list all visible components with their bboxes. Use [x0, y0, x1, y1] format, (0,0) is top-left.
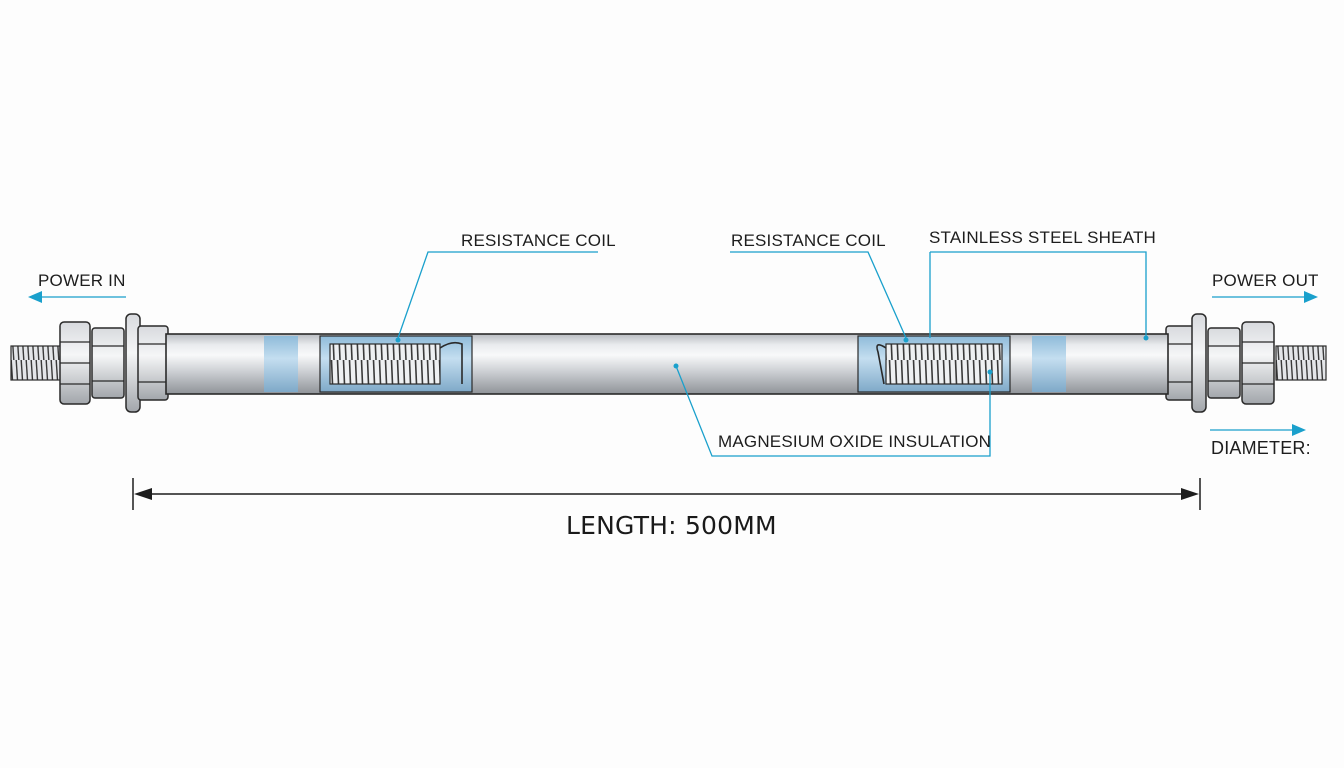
- right-washer-flange: [1165, 313, 1207, 413]
- leader-dot-left-coil: [395, 337, 401, 343]
- leader-resistance-coil-right: [730, 251, 907, 339]
- left-washer-flange: [125, 313, 169, 413]
- label-diameter: DIAMETER:: [1211, 438, 1311, 458]
- right-threaded-stud: [1275, 345, 1327, 381]
- leader-dot-sheath: [1143, 335, 1149, 341]
- left-threaded-stud: [10, 345, 64, 381]
- insulation-band-left-1: [264, 336, 298, 392]
- arrow-right-icon: [1292, 424, 1306, 436]
- insulation-band-right-1: [1032, 336, 1066, 392]
- label-magnesium-oxide-insulation: MAGNESIUM OXIDE INSULATION: [718, 432, 992, 451]
- right-nut-inner: [1207, 327, 1241, 399]
- stainless-steel-sheath-tube: [165, 333, 1169, 395]
- left-nut-outer: [59, 321, 91, 405]
- leader-dot-insulation-tube: [673, 363, 679, 369]
- left-nut-inner: [91, 327, 125, 399]
- label-stainless-steel-sheath: STAINLESS STEEL SHEATH: [929, 228, 1157, 247]
- leader-dot-insulation: [987, 369, 993, 375]
- leader-stainless-steel-sheath: [929, 251, 1147, 338]
- label-power-out: POWER OUT: [1212, 271, 1319, 290]
- arrow-left-icon: [28, 291, 42, 303]
- label-power-in: POWER IN: [38, 271, 126, 290]
- label-resistance-coil-left: RESISTANCE COIL: [461, 231, 616, 250]
- resistance-coil-right: [885, 343, 1003, 385]
- arrow-right-icon: [1304, 291, 1318, 303]
- leader-resistance-coil-left: [397, 251, 598, 339]
- coil-lead-right: [876, 344, 887, 385]
- label-length: LENGTH: 500MM: [566, 511, 777, 540]
- leader-dot-right-coil: [903, 337, 909, 343]
- right-nut-outer: [1241, 321, 1275, 405]
- length-dimension-line: [132, 478, 1201, 510]
- leader-magnesium-oxide: [675, 365, 991, 457]
- resistance-coil-left: [329, 343, 441, 385]
- coil-lead-left: [439, 341, 463, 384]
- label-resistance-coil-right: RESISTANCE COIL: [731, 231, 886, 250]
